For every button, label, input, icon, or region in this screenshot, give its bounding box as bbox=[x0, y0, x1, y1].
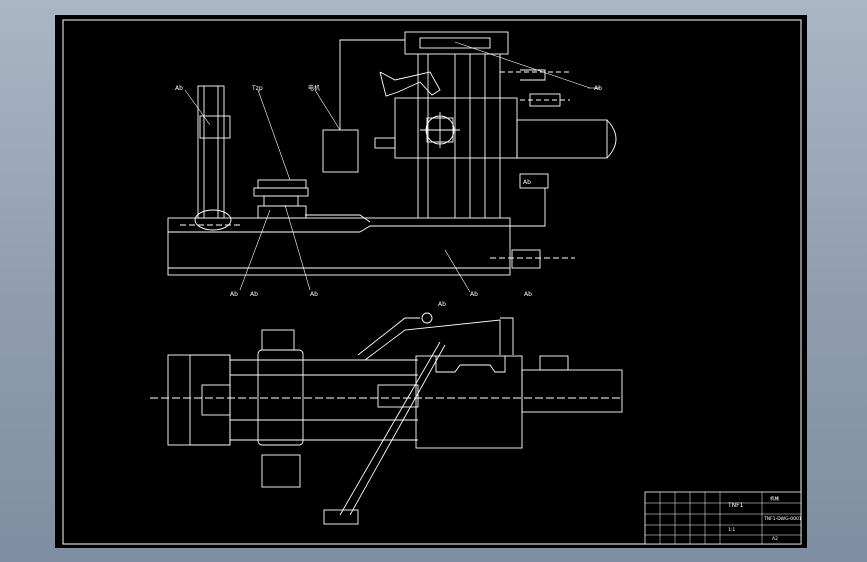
callout-base: Ab bbox=[470, 291, 478, 298]
callout-plan-top: Ab bbox=[438, 301, 446, 308]
title-drawing-number: TNF1-DWG-0001 bbox=[763, 516, 802, 522]
title-drawing-name: TNF1 bbox=[727, 502, 744, 509]
callout-plan-right: Ab bbox=[524, 291, 532, 298]
callout-hydraulic: Ab bbox=[523, 179, 531, 186]
callout-left-bottom-1: Ab bbox=[230, 291, 238, 298]
callout-bottom-mid: Ab bbox=[310, 291, 318, 298]
plan-motor bbox=[521, 369, 623, 413]
leader-lines bbox=[184, 41, 600, 293]
measuring-column bbox=[197, 85, 225, 219]
motor-box bbox=[322, 129, 359, 173]
column-head bbox=[404, 31, 509, 55]
plan-foot-pedal bbox=[323, 509, 359, 525]
plan-view bbox=[150, 312, 623, 525]
callout-top-left: Ab bbox=[175, 85, 183, 92]
callout-left-bottom-2: Ab bbox=[250, 291, 258, 298]
callout-table: Tzp bbox=[251, 85, 263, 92]
callout-right: Ab bbox=[594, 85, 602, 92]
front-elevation-view bbox=[167, 31, 617, 276]
callout-motor: 电机 bbox=[308, 84, 320, 92]
drawing-paper bbox=[55, 15, 807, 548]
drawing-border bbox=[62, 19, 802, 545]
title-block: TNF1 机械 TNF1-DWG-0001 1:1 A2 bbox=[644, 491, 802, 545]
spindle-motor bbox=[516, 119, 608, 159]
title-company: 机械 bbox=[770, 495, 779, 502]
machine-base bbox=[167, 217, 511, 276]
title-sheet: A2 bbox=[772, 536, 778, 542]
title-scale: 1:1 bbox=[728, 527, 735, 533]
